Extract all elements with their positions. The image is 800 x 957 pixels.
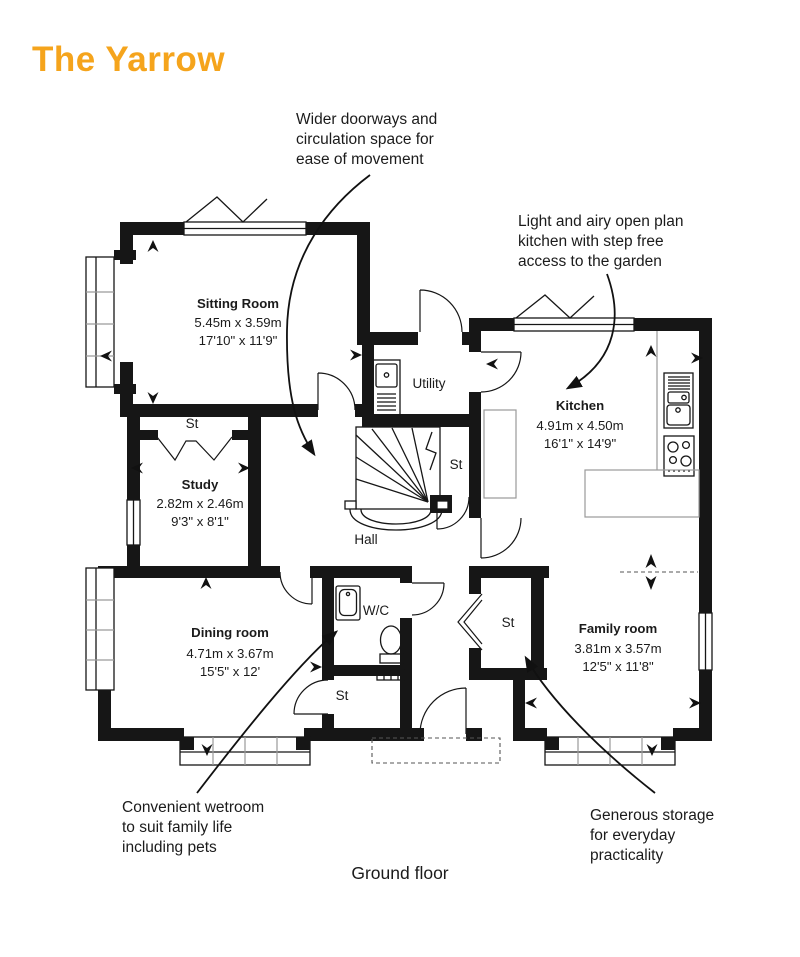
garden-door [419,687,467,735]
plan-doors [156,289,522,735]
annotation-line: ease of movement [296,151,424,168]
stairs [344,426,449,531]
canopy-dashed-outline [371,737,501,764]
annotation-line: to suit family life [122,819,233,836]
annotation-line: Convenient wetroom [122,799,265,816]
study-metric: 2.82m x 2.46m [156,496,243,511]
room-labels: Sitting Room 5.45m x 3.59m 17'10" x 11'9… [156,296,661,703]
dining-bottom-bay-window [179,736,311,766]
floor-label: Ground floor [351,863,449,883]
family-bay-window [544,736,676,766]
annotation-kitchen: Light and airy open plan kitchen with st… [518,212,683,272]
page-title: The Yarrow [32,40,226,79]
sitting-room-name: Sitting Room [197,296,279,311]
plan-markers [100,240,703,764]
annotation-line: kitchen with step free [518,233,664,250]
sitting-room-door [317,372,356,411]
utility-sink-icon [372,359,401,419]
direction-arrows [100,240,703,756]
sitting-room-metric: 5.45m x 3.59m [194,315,281,330]
family-room-imperial: 12'5" x 11'8" [582,659,654,674]
wc-door [411,582,445,616]
dining-room-name: Dining room [191,625,269,640]
stair-break-line [425,431,437,471]
storage-leader [524,655,656,794]
dining-door [279,571,313,605]
dining-room-metric: 4.71m x 3.67m [186,646,273,661]
storage-label-wc: St [336,688,349,703]
rear-storage-door [293,679,329,715]
plan-windows [85,196,713,766]
study-storage-bifold-door [156,436,233,462]
fridge-oven-icon [663,372,694,429]
annotation-line: access to the garden [518,253,662,270]
kitchen-metric: 4.91m x 4.50m [536,418,623,433]
leader-lines [196,174,656,794]
annotation-storage: Generous storage for everyday practicali… [590,806,714,866]
kitchen-counter [483,331,700,518]
annotation-wetroom: Convenient wetroom to suit family life i… [122,798,264,858]
annotation-line: Light and airy open plan [518,213,684,230]
utility-external-door [419,289,463,333]
sitting-window-zigzag [185,196,268,223]
dining-bay-window [85,567,115,691]
utility-label: Utility [413,376,446,391]
kitchen-name: Kitchen [556,398,604,413]
kitchen-leader [565,273,616,390]
utility-kitchen-door [480,351,522,393]
storage-label-stairs: St [450,457,463,472]
storage-double-door-inner [463,599,483,645]
annotation-doorways: Wider doorways and circulation space for… [296,110,437,170]
dining-room-imperial: 15'5" x 12' [200,664,260,679]
hall-label: Hall [354,532,377,547]
annotation-line: circulation space for [296,131,434,148]
doorways-leader [286,174,371,457]
family-room-metric: 3.81m x 3.57m [574,641,661,656]
wc-label: W/C [363,603,389,618]
annotation-line: Wider doorways and [296,111,438,128]
sitting-room-imperial: 17'10" x 11'9" [199,333,278,348]
annotation-line: practicality [590,847,664,864]
fixtures [335,331,700,681]
storage-label-family: St [502,615,515,630]
open-plan-divider-marker [620,554,698,590]
stair-rail-inner [360,508,432,525]
kitchen-window-zigzag [515,294,595,319]
annotation-line: for everyday [590,827,676,844]
stair-rail-outer [349,508,443,531]
kitchen-imperial: 16'1" x 14'9" [544,436,617,451]
annotation-line: Generous storage [590,807,715,824]
study-imperial: 9'3" x 8'1" [171,514,229,529]
storage-double-door [457,593,483,651]
storage-label-study: St [186,416,199,431]
study-name: Study [182,477,219,492]
wc-sink-icon [335,585,361,621]
kitchen-hall-door [480,517,522,559]
annotation-line: including pets [122,839,217,856]
family-room-name: Family room [579,621,657,636]
sitting-bay-window [85,256,115,388]
toilet-icon [376,625,405,681]
wetroom-leader [196,630,339,794]
